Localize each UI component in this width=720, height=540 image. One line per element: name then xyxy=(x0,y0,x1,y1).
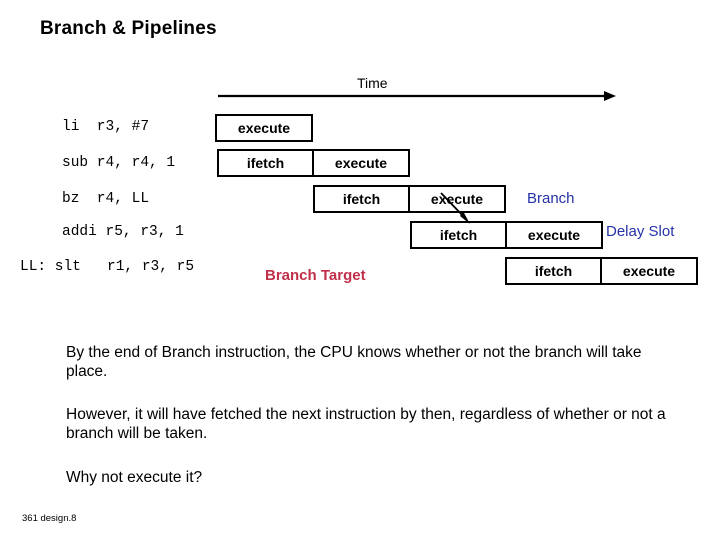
annotation-branch: Branch xyxy=(527,190,575,207)
body-paragraph-1: By the end of Branch instruction, the CP… xyxy=(66,344,642,380)
instruction-line-4: addi r5, r3, 1 xyxy=(62,224,184,240)
annotation-delay-slot: Delay Slot xyxy=(606,223,675,240)
pipeline-row-5: ifetch execute xyxy=(505,257,698,285)
pipeline-stage-ifetch[interactable]: ifetch xyxy=(217,149,314,177)
pipeline-stage-ifetch[interactable]: ifetch xyxy=(313,185,410,213)
pipeline-row-4: ifetch execute xyxy=(410,221,603,249)
time-axis-label: Time xyxy=(357,75,388,91)
instruction-line-2: sub r4, r4, 1 xyxy=(62,155,176,171)
body-paragraph-2: However, it will have fetched the next i… xyxy=(66,406,666,442)
diagonal-arrow-icon xyxy=(440,192,470,224)
pipeline-row-2: ifetch execute xyxy=(217,149,410,177)
pipeline-row-1: execute xyxy=(215,114,313,142)
pipeline-stage-ifetch[interactable]: ifetch xyxy=(505,257,602,285)
pipeline-stage-execute[interactable]: execute xyxy=(312,149,410,177)
instruction-line-1: li r3, #7 xyxy=(62,119,150,135)
page-title: Branch & Pipelines xyxy=(40,18,217,39)
annotation-branch-target: Branch Target xyxy=(265,267,366,284)
pipeline-stage-execute[interactable]: execute xyxy=(215,114,313,142)
instruction-line-5: LL: slt r1, r3, r5 xyxy=(20,259,195,275)
body-paragraph-3: Why not execute it? xyxy=(66,469,203,486)
right-arrow-icon xyxy=(218,91,616,101)
pipeline-stage-execute[interactable]: execute xyxy=(600,257,698,285)
instruction-line-3: bz r4, LL xyxy=(62,191,150,207)
slide-footer: 361 design.8 xyxy=(22,513,77,524)
pipeline-stage-execute[interactable]: execute xyxy=(505,221,603,249)
